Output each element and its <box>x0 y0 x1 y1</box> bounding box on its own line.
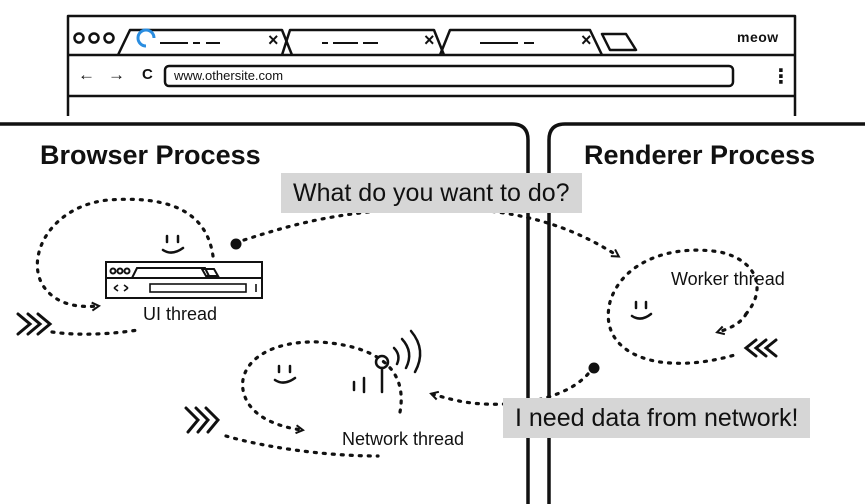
back-arrow-icon[interactable]: ← <box>78 65 95 84</box>
network-thread-loop <box>241 340 403 430</box>
request-arrow-origin-dot <box>230 238 242 250</box>
window-control-buttons <box>73 32 115 44</box>
network-thread-tail <box>224 434 380 458</box>
worker-thread-label: Worker thread <box>671 269 785 289</box>
tab-close-icon[interactable]: × <box>424 30 435 50</box>
request-message-bubble: What do you want to do? <box>281 173 582 213</box>
ui-thread-face <box>161 234 185 254</box>
browser-tabs <box>116 28 638 56</box>
worker-thread-face <box>630 300 653 320</box>
response-message-bubble: I need data from network! <box>503 398 811 438</box>
address-bar-url[interactable]: www.othersite.com <box>174 68 284 83</box>
reload-icon[interactable]: C <box>142 66 153 83</box>
network-thread-label: Network thread <box>342 429 465 449</box>
worker-thread-hook <box>718 312 748 332</box>
network-thread-motion-chevrons <box>184 406 221 434</box>
window-control-dot <box>73 32 85 44</box>
window-control-dot <box>103 32 115 44</box>
browser-process-box <box>0 122 530 504</box>
loading-spinner-icon <box>136 28 156 48</box>
network-thread-face <box>273 364 297 384</box>
ui-thread-loop <box>35 197 215 306</box>
browser-menu-icon[interactable]: ⋮ <box>771 66 791 88</box>
tab-2 <box>280 28 446 56</box>
antenna-icon <box>352 329 422 394</box>
worker-thread-motion-chevrons <box>743 338 778 358</box>
ui-thread-tail <box>50 328 140 336</box>
tab-3 <box>438 28 604 56</box>
address-bar <box>163 64 735 88</box>
tab-close-icon[interactable]: × <box>581 30 592 50</box>
ui-thread-label: UI thread <box>143 304 218 324</box>
new-tab-button <box>600 32 638 52</box>
renderer-process-box <box>547 122 865 504</box>
renderer-process-title: Renderer Process <box>584 140 816 170</box>
window-control-dot <box>88 32 100 44</box>
worker-thread-loop <box>606 248 759 365</box>
ui-thread-motion-chevrons <box>16 312 53 336</box>
forward-arrow-icon[interactable]: → <box>108 65 125 84</box>
tab-close-icon[interactable]: × <box>268 30 279 50</box>
browser-process-title: Browser Process <box>40 140 261 170</box>
tab-1 <box>116 28 294 56</box>
window-frame <box>66 14 797 116</box>
browser-window <box>66 14 797 116</box>
request-arrow <box>242 206 618 256</box>
browser-brand-label: meow <box>737 29 779 45</box>
response-arrow-origin-dot <box>588 362 600 374</box>
mini-browser-icon <box>105 261 263 299</box>
